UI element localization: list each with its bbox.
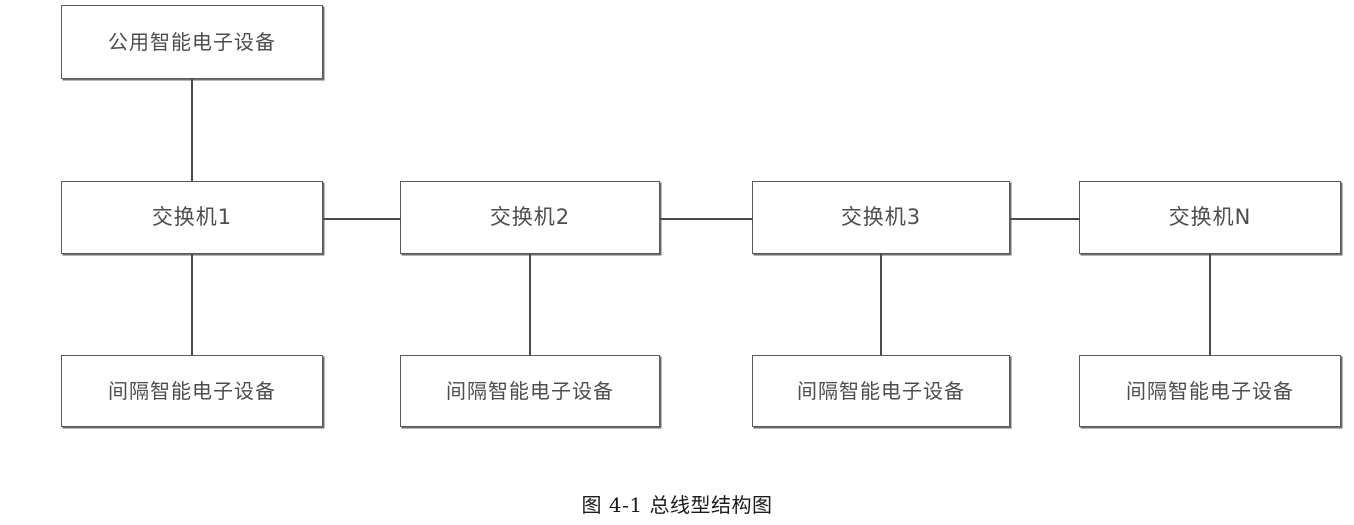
switch-label-n: 交换机N [1168,205,1252,229]
bay-device-box-n: 间隔智能电子设备 [1079,355,1341,427]
switch-box-1: 交换机1 [61,181,323,254]
link-switch3-to-bay3 [880,254,882,355]
switch-box-2: 交换机2 [400,181,660,254]
switch-box-3: 交换机3 [752,181,1010,254]
bay-device-label-3: 间隔智能电子设备 [797,379,965,403]
link-switch2-to-bay2 [529,254,531,355]
switch-label-2: 交换机2 [489,205,571,229]
link-switch3-to-switchn [1010,218,1080,220]
switch-box-n: 交换机N [1079,181,1341,254]
switch-label-1: 交换机1 [151,205,233,229]
bay-device-label-2: 间隔智能电子设备 [446,379,614,403]
link-station-to-switch1 [191,79,193,182]
bay-device-label-1: 间隔智能电子设备 [108,379,276,403]
figure-caption: 图 4-1 总线型结构图 [581,493,773,517]
link-switch1-to-bay1 [191,254,193,355]
link-switch2-to-switch3 [660,218,753,220]
link-switchn-to-bayn [1209,254,1211,355]
link-switch1-to-switch2 [323,218,401,220]
bay-device-box-1: 间隔智能电子设备 [61,355,323,427]
station-device-box: 公用智能电子设备 [61,5,323,79]
bay-device-box-3: 间隔智能电子设备 [752,355,1010,427]
switch-label-3: 交换机3 [840,205,922,229]
station-device-label: 公用智能电子设备 [108,30,276,54]
bay-device-label-n: 间隔智能电子设备 [1126,379,1294,403]
bay-device-box-2: 间隔智能电子设备 [400,355,660,427]
